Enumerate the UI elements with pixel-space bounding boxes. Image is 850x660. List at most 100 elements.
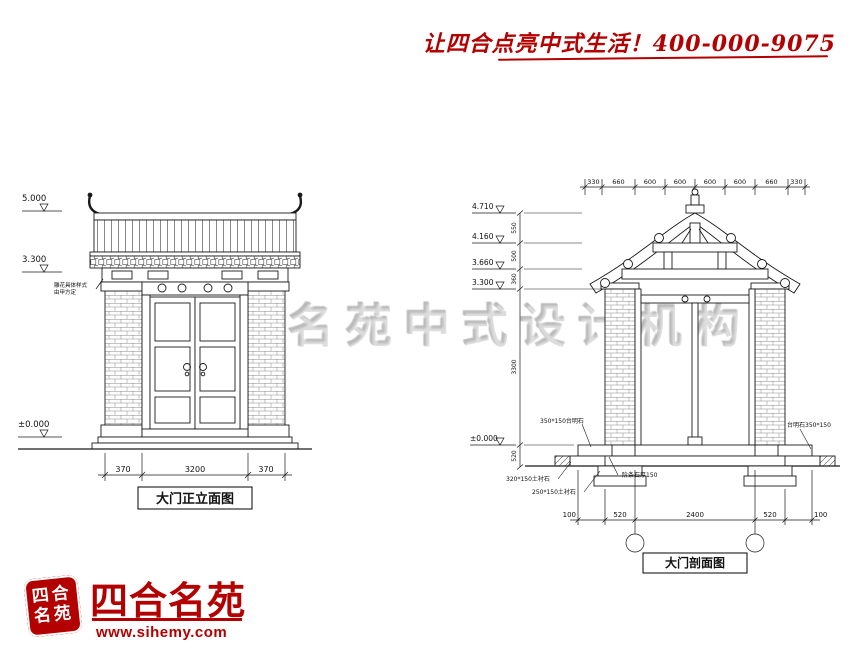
dim-top-4: 600 [674, 178, 686, 186]
section-annotation-leaders [557, 423, 812, 493]
section-walls [600, 278, 790, 446]
door-knocker-icon [183, 363, 191, 371]
purlin-icon [757, 259, 767, 269]
brand-website: www.sihemy.com [96, 624, 228, 641]
elevation-roof [87, 192, 303, 269]
level-ground: ±0.000 [18, 420, 49, 430]
eave-board [89, 251, 301, 257]
roof-tiles [93, 219, 297, 253]
level-4710: 4.710 [472, 202, 494, 211]
door-leaf-left [149, 296, 196, 430]
dim-side-3300: 3300 [511, 359, 518, 374]
door-pin-icon [177, 283, 187, 293]
section-top-dims [580, 179, 810, 195]
dim-side-500: 500 [511, 250, 518, 262]
dim-bottom-520-right: 520 [763, 511, 776, 519]
elevation-door [141, 281, 249, 438]
door-threshold [141, 428, 249, 438]
pier-left [104, 281, 143, 438]
door-leaf-section [691, 302, 699, 446]
elevation-title-box [137, 486, 253, 510]
section-door [634, 288, 756, 446]
ridge-ornament-left [87, 195, 101, 216]
slogan-text: 让四合点亮中式生活！400-000-9075 [422, 31, 836, 57]
elevation-title: 大门正立面图 [156, 491, 234, 507]
ridge-post [689, 222, 701, 244]
level-0000: ±0.000 [470, 434, 498, 443]
dim-side-520: 520 [511, 450, 518, 462]
dim-top-3: 600 [644, 178, 656, 186]
level-symbol-icon [39, 429, 49, 438]
level-3660: 3.660 [472, 258, 494, 267]
dim-top-6: 600 [734, 178, 746, 186]
level-ridge: 5.000 [22, 194, 46, 204]
dim-top-1: 330 [587, 178, 599, 186]
level-3300: 3.300 [472, 278, 494, 287]
level-symbol-icon [39, 203, 49, 212]
dim-370-left: 370 [115, 465, 130, 474]
dim-bottom-100-left: 100 [563, 511, 576, 519]
purlin-icon [623, 259, 633, 269]
door-pin-icon [157, 283, 167, 293]
level-eave: 3.300 [22, 255, 46, 265]
note-step-stone: 阶条石厚150 [622, 471, 658, 479]
note-ground-stone-2: 250*150土衬石 [532, 488, 576, 496]
dim-side-550: 550 [511, 222, 518, 234]
carving-note-line1: 雕花具体样式 [54, 281, 88, 289]
dim-3200: 3200 [185, 465, 205, 474]
roof-ridge [93, 212, 297, 221]
section-platform [525, 444, 840, 487]
brand-seal: 四合 名苑 [23, 574, 83, 638]
upper-beam [652, 242, 738, 253]
elevation-steps [18, 436, 312, 450]
section-title-box [642, 552, 748, 574]
brand-divider [92, 618, 242, 621]
dim-top-5: 600 [704, 178, 716, 186]
door-top-rail [141, 281, 249, 296]
grid-bubble-icon [625, 533, 645, 553]
note-platform-left: 350*150台明石 [540, 417, 584, 425]
grid-bubble-icon [745, 533, 765, 553]
elevation-lintel [101, 267, 289, 283]
ridge-ornament-right [289, 195, 303, 216]
door-pillow-stone [687, 436, 703, 446]
dim-bottom-2400: 2400 [686, 511, 704, 519]
eave-purlin-icon [600, 278, 610, 288]
carving-note-line2: 由甲方定 [54, 288, 77, 296]
door-pin-icon [203, 283, 213, 293]
elevation-drawing: 5.000 3.300 ±0.000 雕花具体样式 由甲方定 370 3200 … [18, 192, 312, 510]
section-drawing: 330 660 600 600 600 600 660 330 4.710 4.… [470, 178, 840, 574]
dim-bottom-520-left: 520 [613, 511, 626, 519]
door-leaf-right [194, 296, 241, 430]
level-4160: 4.160 [472, 232, 494, 241]
door-pin-icon [703, 295, 711, 303]
ridge-finial-icon [691, 188, 699, 196]
level-symbol-icon [39, 264, 49, 273]
seal-text-bottom: 名苑 [33, 602, 75, 627]
purlin-icon [654, 233, 664, 243]
dim-top-2: 660 [612, 178, 624, 186]
door-pin-icon [681, 295, 689, 303]
dim-370-right: 370 [258, 465, 273, 474]
section-bottom-dims [570, 470, 820, 553]
wall-right [754, 288, 786, 446]
purlin-icon [726, 233, 736, 243]
section-beams [621, 222, 769, 280]
note-ground-stone-1: 320*150土衬石 [506, 475, 550, 483]
elevation-level-markers [18, 203, 104, 438]
brand-name: 四合名苑 [90, 578, 247, 623]
dim-side-360: 360 [511, 273, 518, 285]
door-lintel [640, 294, 750, 304]
lower-beam [621, 268, 769, 280]
elevation-bottom-dims [98, 453, 292, 481]
dim-bottom-100-right: 100 [814, 511, 827, 519]
door-pin-icon [223, 283, 233, 293]
section-level-markers [470, 205, 601, 470]
wall-left [604, 288, 636, 446]
pier-right [247, 281, 286, 438]
note-platform-right: 台明石350*150 [787, 421, 831, 429]
eave-purlin-icon [780, 278, 790, 288]
note-leader [95, 278, 104, 290]
dim-top-8: 330 [790, 178, 802, 186]
